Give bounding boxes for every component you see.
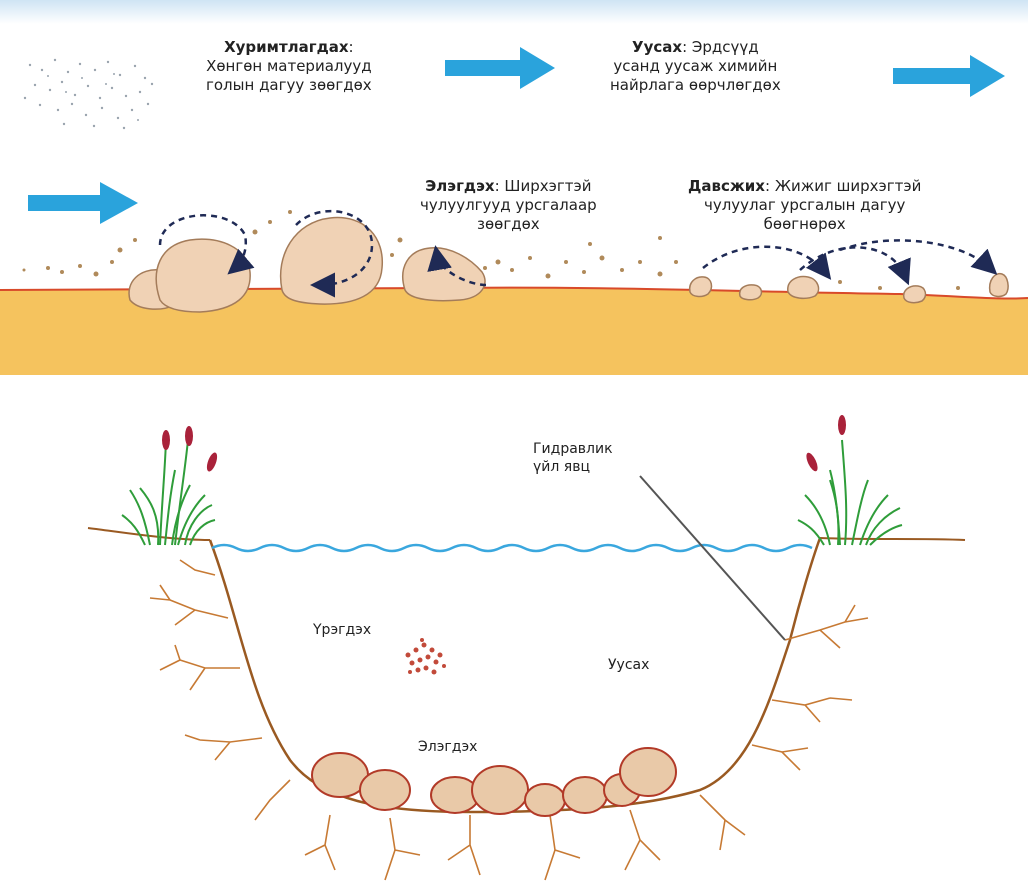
deposition-label: Хуримтлагдах: Хөнгөн материалууд голын д… (206, 38, 372, 95)
solution-text-1: Эрдсүүд (692, 38, 759, 56)
hydraulic-pointer-line (640, 476, 785, 640)
solution-label: Уусах: Эрдсүүд усанд уусаж химийн найрла… (610, 38, 781, 95)
saltation-term: Давсжих (688, 177, 765, 195)
solution-term: Уусах (632, 38, 682, 56)
saltation-text-3: бөөгнөрөх (764, 215, 846, 233)
hydraulic-text-2: үйл явц (533, 459, 590, 475)
saltation-label: Давсжих: Жижиг ширхэгтэй чулуулаг урсгал… (688, 177, 921, 234)
right-grass (798, 415, 902, 545)
saltation-text-1: Жижиг ширхэгтэй (775, 177, 922, 195)
left-roots (150, 560, 262, 760)
deposition-text-1: Хөнгөн материалууд (206, 57, 372, 75)
right-bank-surface (820, 538, 965, 540)
abrasion-label: Элэгдэх (418, 738, 477, 756)
water-surface-band (0, 0, 1028, 24)
channel-bed (210, 538, 820, 812)
hydraulic-text-1: Гидравлик (533, 441, 613, 457)
solution-text-3: найрлага өөрчлөгдөх (610, 76, 781, 94)
deposition-text-2: голын дагуу зөөгдөх (206, 76, 372, 94)
traction-text-2: чулуулгууд урсгалаар (420, 196, 597, 214)
solution-text-2: усанд уусаж химийн (613, 57, 777, 75)
traction-text-1: Ширхэгтэй (504, 177, 591, 195)
left-grass (122, 426, 219, 545)
hydraulic-label: Гидравлик үйл явц (533, 440, 613, 476)
bottom-roots (255, 780, 745, 880)
flow-arrow-1 (445, 47, 555, 89)
right-roots (752, 605, 868, 770)
traction-text-3: зөөгдөх (477, 215, 540, 233)
attrition-label: Үрэгдэх (313, 621, 371, 639)
saltation-text-2: чулуулаг урсгалын дагуу (704, 196, 905, 214)
flow-arrow-2 (893, 55, 1005, 97)
solution-bottom-label: Уусах (608, 656, 649, 674)
deposition-term: Хуримтлагдах (224, 38, 348, 56)
bed-boulders (312, 748, 676, 816)
suspended-particles (24, 59, 153, 129)
left-bank-surface (88, 528, 210, 540)
traction-label: Элэгдэх: Ширхэгтэй чулуулгууд урсгалаар … (420, 177, 597, 234)
water-surface (212, 545, 812, 551)
attrition-particles (406, 638, 447, 675)
flow-arrow-3 (28, 182, 138, 224)
traction-term: Элэгдэх (425, 177, 494, 195)
